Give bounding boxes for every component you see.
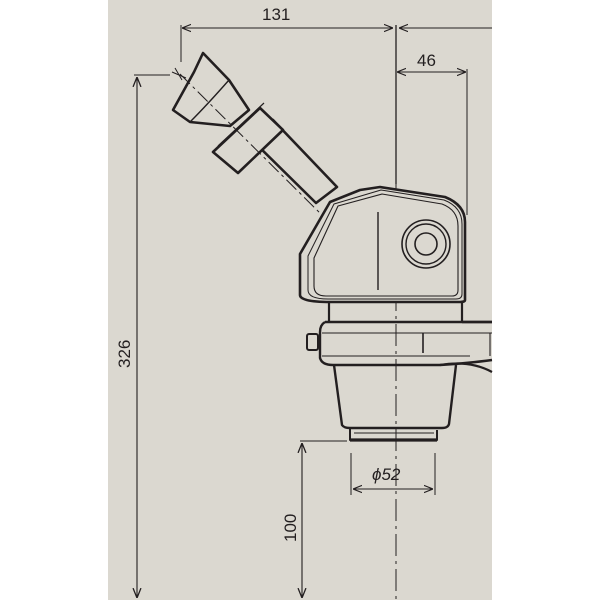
zoom-body — [298, 185, 492, 324]
dimension-label-phi52: ϕ52 — [372, 465, 401, 484]
dimension-46: 46 — [397, 51, 468, 215]
dimension-label-100: 100 — [281, 514, 300, 542]
eyepiece-tube — [171, 51, 339, 229]
clamp-screw — [306, 333, 319, 351]
dimension-131: 131 — [180, 5, 492, 62]
dimension-326: 326 — [115, 74, 170, 598]
holder-ring — [306, 320, 493, 373]
dimension-100: 100 — [281, 440, 347, 598]
dimension-phi52: ϕ52 — [350, 453, 436, 495]
objective-housing — [332, 364, 458, 442]
dimension-label-326: 326 — [115, 340, 134, 368]
zoom-knob — [401, 219, 451, 269]
dimension-label-46: 46 — [417, 51, 436, 70]
dimension-label-131: 131 — [262, 5, 290, 24]
